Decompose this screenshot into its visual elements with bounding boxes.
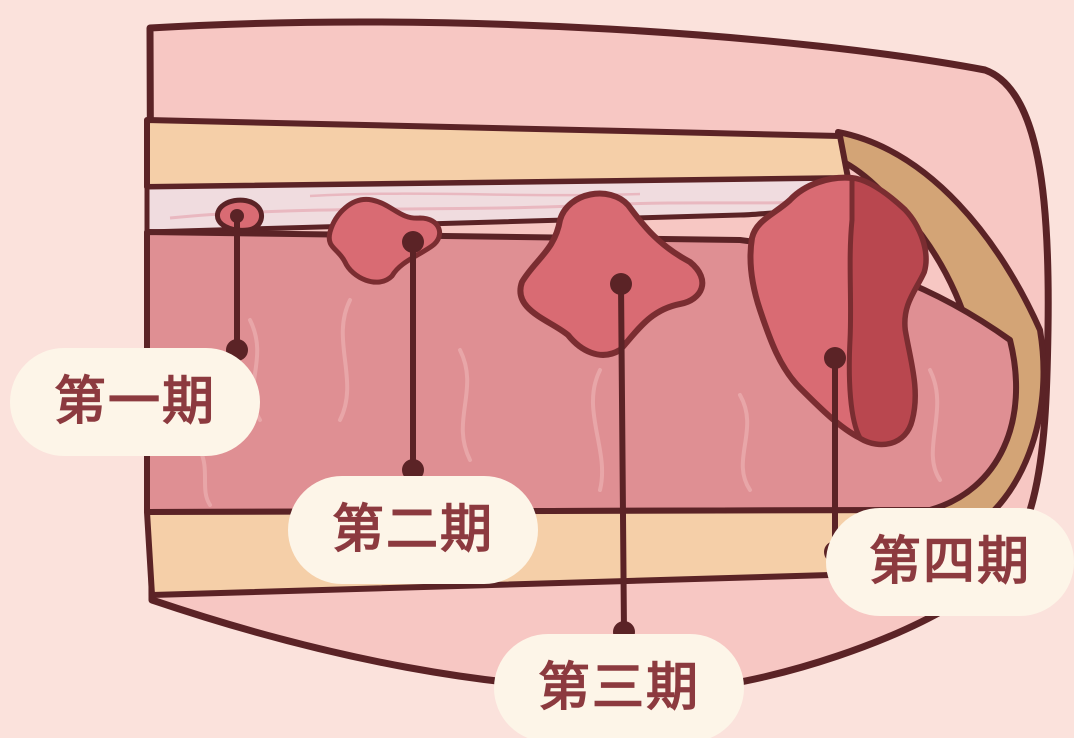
stage-4-label: 第四期 [826,508,1074,616]
stage-3-label: 第三期 [494,634,744,738]
stage-2-label: 第二期 [288,476,538,584]
stage-1-label: 第一期 [10,348,260,456]
